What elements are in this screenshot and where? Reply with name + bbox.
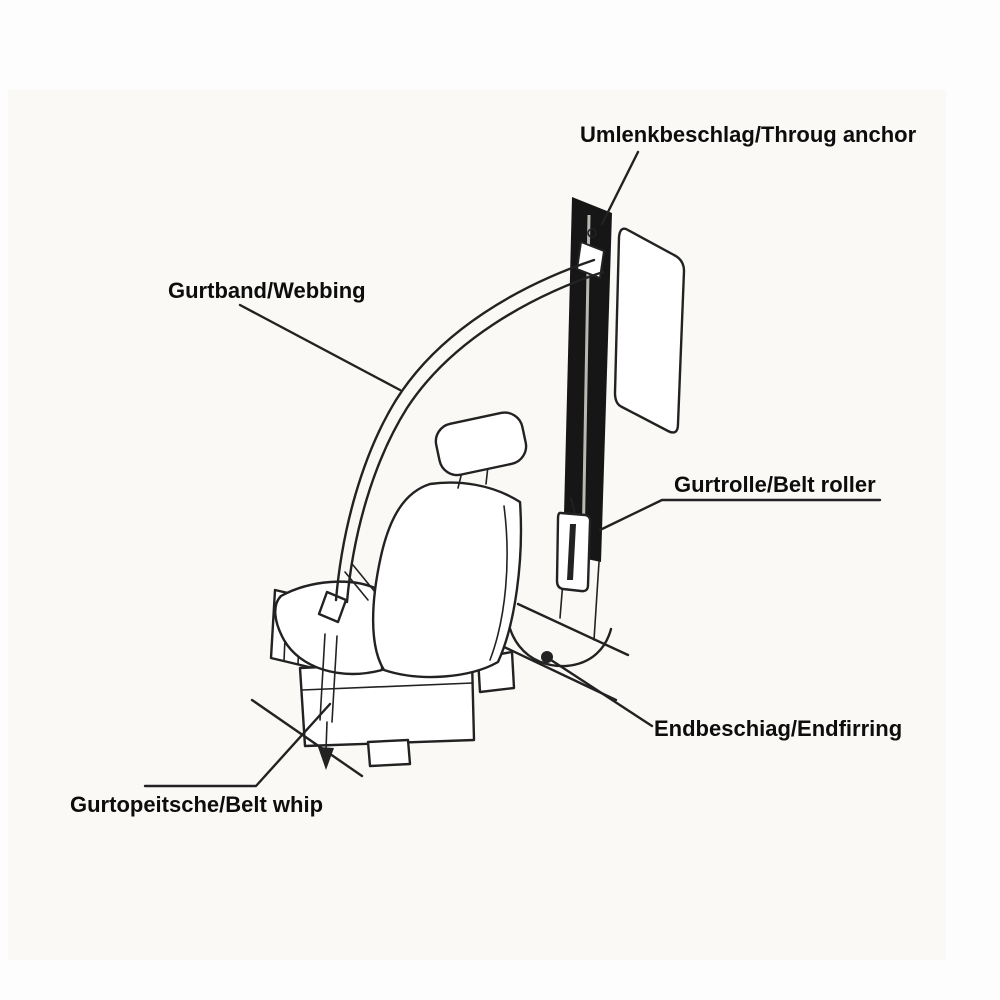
leader-line-belt-roller [598,498,882,532]
door-sill-lines [500,602,630,702]
car-seat [250,411,528,778]
label-end-fitting: Endbeschiag/Endfirring [654,716,903,741]
label-through-anchor: Umlenkbeschlag/Throug anchor [580,122,917,147]
leader-lines [143,150,882,788]
window-glass [613,227,686,434]
leader-line-end-fitting [549,658,654,728]
belt-roller-device [555,497,592,593]
label-belt-roller: Gurtrolle/Belt roller [674,472,876,497]
leader-line-webbing [238,303,402,392]
leader-line-belt-whip [143,702,332,788]
webbing-belt [334,258,605,604]
belt-whip-strap [318,633,338,770]
label-webbing: Gurtband/Webbing [168,278,366,303]
label-belt-whip: Gurtopeitsche/Belt whip [70,792,324,817]
leader-line-through-anchor [600,150,640,226]
